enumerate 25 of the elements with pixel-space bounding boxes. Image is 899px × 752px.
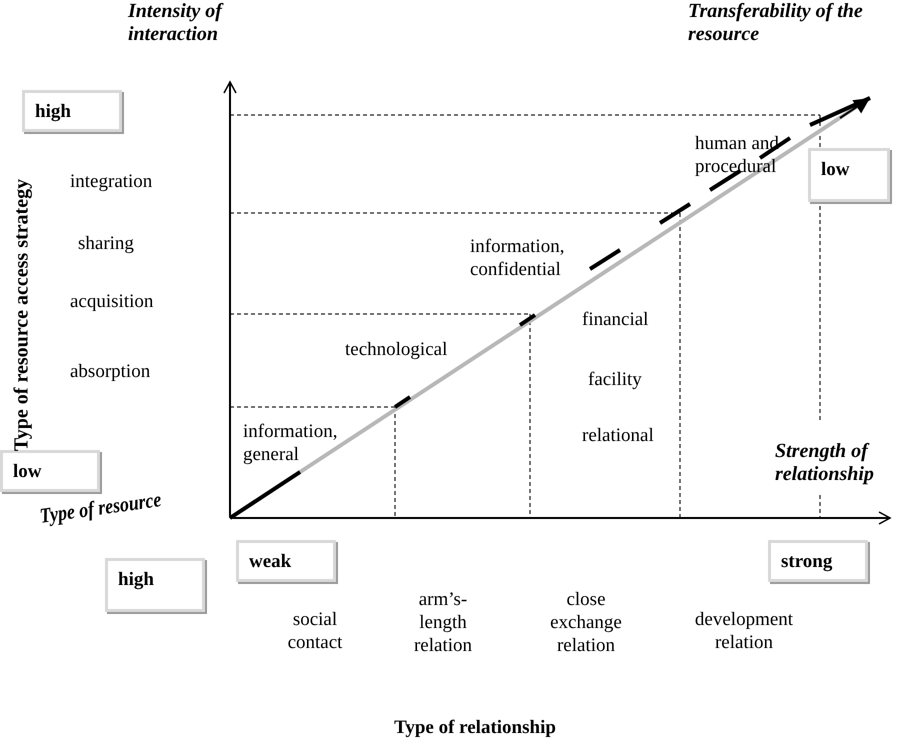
axis-title: Type of relationship (393, 716, 557, 739)
label-box: high (105, 558, 205, 612)
axis-title: Intensity of interaction (128, 0, 224, 46)
label-box: low (0, 450, 100, 492)
resource-label: relational (582, 424, 655, 447)
level-label: integration (70, 170, 154, 193)
level-label: acquisition (70, 290, 154, 313)
axis-title: Transferability of the resource (688, 0, 864, 46)
relationship-label: arm’s-length relation (412, 588, 474, 657)
level-label: absorption (70, 360, 152, 383)
resource-label: information, general (243, 420, 338, 466)
relationship-label: development relation (694, 608, 794, 654)
label-box: weak (236, 540, 336, 582)
resource-label: technological (345, 338, 448, 361)
relationship-label: close exchange relation (549, 588, 623, 657)
label-box: strong (768, 540, 868, 582)
axis-title: Type of resource access strategy (10, 178, 34, 452)
axis-title: Strength of relationship (775, 440, 875, 486)
level-label: sharing (78, 232, 135, 255)
resource-label: information, confidential (470, 235, 566, 281)
resource-label: financial (582, 308, 650, 331)
label-box: high (22, 90, 122, 132)
relationship-label: social contact (286, 608, 344, 654)
label-box: low (808, 148, 890, 202)
resource-label: facility (588, 368, 643, 391)
